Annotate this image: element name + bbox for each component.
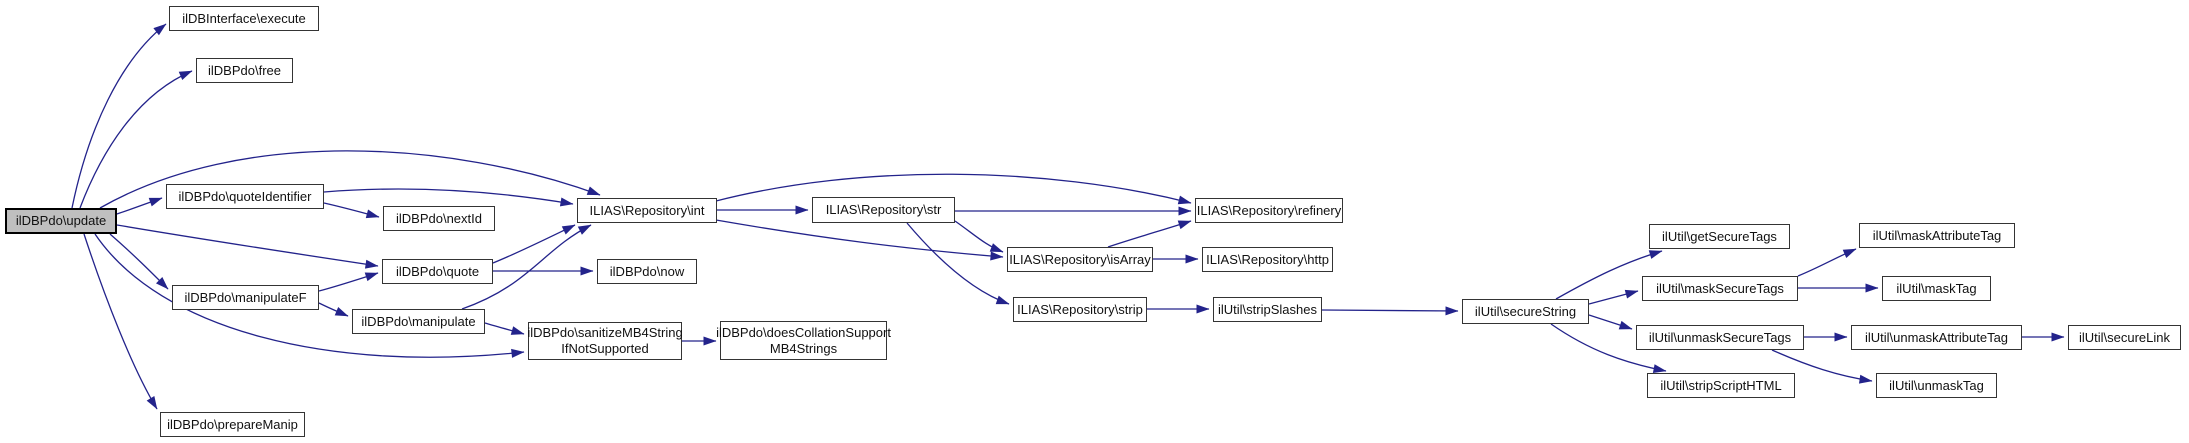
edge-update-sanitizeMB4String [94,233,525,358]
node-label: ilUtil\secureLink [2078,329,2171,345]
edge-str-strip [906,222,1010,305]
node-maskAttributeTag[interactable]: ilUtil\maskAttributeTag [1859,223,2015,248]
node-label: ilUtil\secureString [1474,303,1577,319]
edge-update-int [99,150,601,209]
node-manipulate[interactable]: ilDBPdo\manipulate [352,309,485,334]
edge-manipulate-int [461,224,592,310]
node-quote[interactable]: ilDBPdo\quote [382,259,493,284]
edge-manipulateF-quote [318,272,379,292]
node-label: ilDBPdo\sanitizeMB4String [527,325,683,341]
node-label: ilUtil\stripScriptHTML [1660,377,1782,393]
edge-update-prepareManip [83,233,158,410]
node-label: ilUtil\unmaskSecureTags [1648,329,1792,345]
node-prepareManip[interactable]: ilDBPdo\prepareManip [160,412,305,437]
node-maskTag[interactable]: ilUtil\maskTag [1882,276,1991,301]
node-stripSlashes[interactable]: ilUtil\stripSlashes [1213,297,1322,322]
edge-quote-int [492,224,576,264]
node-label: ilDBPdo\nextId [396,210,482,226]
node-label: ilDBPdo\prepareManip [167,416,298,432]
node-str[interactable]: ILIAS\Repository\str [812,197,955,223]
node-int[interactable]: ILIAS\Repository\int [577,198,717,223]
node-label: ilDBPdo\update [15,213,107,229]
edge-secureString-stripScriptHTML [1550,323,1667,374]
node-label: ilUtil\unmaskTag [1889,377,1984,393]
node-label: ilDBPdo\manipulate [361,313,476,329]
edge-secureString-unmaskSecureTags [1588,314,1633,330]
edge-manipulate-sanitizeMB4String [484,322,525,335]
edge-secureString-getSecureTags [1555,250,1663,300]
node-now[interactable]: ilDBPdo\now [597,259,697,284]
edge-update-execute [71,23,167,209]
node-maskSecureTags[interactable]: ilUtil\maskSecureTags [1642,276,1798,301]
node-getSecureTags[interactable]: ilUtil\getSecureTags [1649,224,1790,249]
edge-int-refinery [715,173,1192,205]
node-label: ilDBPdo\manipulateF [184,289,307,305]
node-label: ILIAS\Repository\str [825,202,942,218]
node-label: ilDBInterface\execute [182,10,306,26]
edge-int-isArray [715,219,1004,261]
node-free[interactable]: ilDBPdo\free [196,58,293,83]
edge-isArray-refinery [1107,220,1192,248]
node-unmaskSecureTags[interactable]: ilUtil\unmaskSecureTags [1636,325,1804,350]
node-secureString[interactable]: ilUtil\secureString [1462,299,1589,324]
node-stripScriptHTML[interactable]: ilUtil\stripScriptHTML [1647,373,1795,398]
node-label: ilUtil\maskAttributeTag [1872,227,2002,243]
node-label: ilUtil\getSecureTags [1662,228,1777,244]
node-quoteIdentifier[interactable]: ilDBPdo\quoteIdentifier [166,184,324,209]
node-label: ILIAS\Repository\int [589,202,705,218]
node-label: ilDBPdo\free [208,62,281,78]
node-label: ilUtil\stripSlashes [1218,301,1317,317]
node-execute[interactable]: ilDBInterface\execute [169,6,319,31]
edge-manipulateF-manipulate [318,302,349,317]
node-label: ilDBPdo\quoteIdentifier [178,188,312,204]
node-secureLink[interactable]: ilUtil\secureLink [2068,325,2181,350]
node-label: ilDBPdo\quote [395,263,480,279]
edge-unmaskSecureTags-unmaskTag [1771,349,1873,384]
node-label: IfNotSupported [561,341,649,356]
node-isArray[interactable]: ILIAS\Repository\isArray [1007,247,1153,272]
node-http[interactable]: ILIAS\Repository\http [1202,247,1333,272]
node-unmaskAttributeTag[interactable]: ilUtil\unmaskAttributeTag [1851,325,2022,350]
node-label: ILIAS\Repository\http [1206,251,1329,267]
node-manipulateF[interactable]: ilDBPdo\manipulateF [172,285,319,310]
node-label: ilDBPdo\now [609,263,685,279]
edge-update-free [79,70,193,209]
edge-update-manipulateF [109,233,169,290]
node-nextId[interactable]: ilDBPdo\nextId [383,206,495,231]
node-label: ilUtil\unmaskAttributeTag [1864,329,2009,345]
node-label: MB4Strings [769,340,838,356]
edge-stripSlashes-secureString [1321,306,1459,316]
node-refinery[interactable]: ILIAS\Repository\refinery [1195,198,1343,223]
node-label: ILIAS\Repository\strip [1017,301,1143,317]
node-unmaskTag[interactable]: ilUtil\unmaskTag [1876,373,1997,398]
node-label: ilDBPdo\doesCollationSupport [716,324,891,340]
edge-secureString-maskSecureTags [1588,289,1639,305]
node-label: ilUtil\maskSecureTags [1656,280,1784,296]
edge-maskSecureTags-maskAttributeTag [1797,248,1857,277]
node-label: ilUtil\maskTag [1896,280,1977,296]
node-update: ilDBPdo\update [5,208,117,234]
node-strip[interactable]: ILIAS\Repository\strip [1013,297,1147,322]
node-label: ILIAS\Repository\refinery [1196,202,1342,218]
edge-update-quoteIdentifier [116,197,163,215]
edge-quoteIdentifier-int [323,188,574,207]
edge-str-isArray [954,220,1004,253]
edge-update-quote [116,224,379,269]
node-label: ILIAS\Repository\isArray [1009,251,1151,267]
edge-quoteIdentifier-nextId [323,202,380,219]
